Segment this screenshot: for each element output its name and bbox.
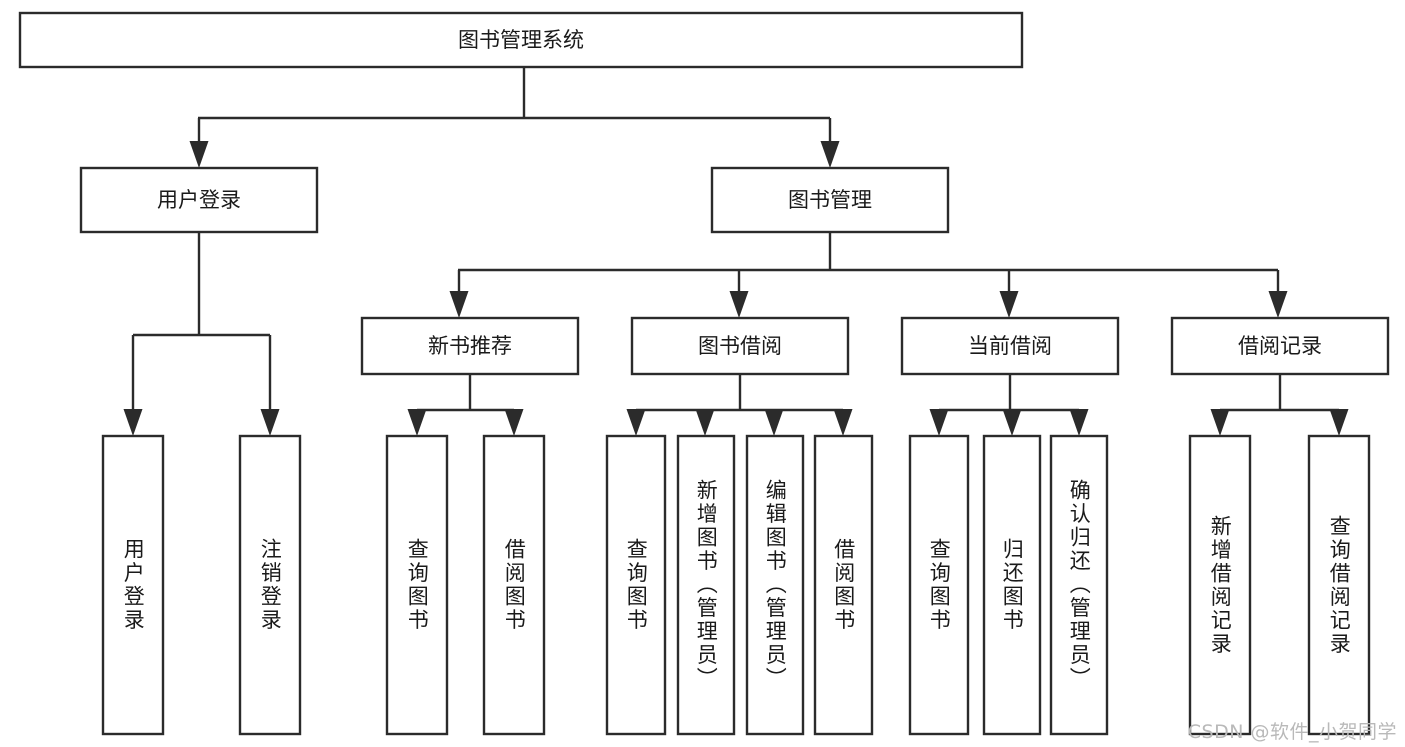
node-level3-box-1[interactable]	[630, 316, 850, 376]
node-level3-box-0[interactable]	[360, 316, 580, 376]
node-level3-label-3: 借阅记录	[1238, 334, 1322, 358]
node-root-label: 图书管理系统	[458, 28, 584, 52]
connector-arrowhead	[189, 141, 209, 168]
connector-arrowhead	[1069, 409, 1089, 436]
connector-arrowhead	[695, 409, 715, 436]
connector-arrowhead	[1329, 409, 1349, 436]
leaf-box-7[interactable]	[813, 434, 874, 736]
connector-arrowhead	[407, 409, 427, 436]
leaf-box-11[interactable]	[1188, 434, 1252, 736]
node-level3-label-0: 新书推荐	[428, 334, 512, 358]
connector-arrowhead	[1002, 409, 1022, 436]
connector-arrowhead	[1268, 291, 1288, 318]
leaf-box-8[interactable]	[908, 434, 970, 736]
leaf-box-1[interactable]	[238, 434, 302, 736]
watermark-text: CSDN @软件_小贺同学	[1187, 721, 1397, 743]
connector-arrowhead	[833, 409, 853, 436]
connector-arrowhead	[999, 291, 1019, 318]
connector-arrowhead	[764, 409, 784, 436]
node-level2-box-1[interactable]	[710, 166, 950, 234]
leaf-box-5[interactable]	[676, 434, 736, 736]
leaf-box-10[interactable]	[1049, 434, 1109, 736]
leaf-box-2[interactable]	[385, 434, 449, 736]
connector-arrowhead	[504, 409, 524, 436]
leaf-box-3[interactable]	[482, 434, 546, 736]
node-root-box[interactable]	[18, 11, 1024, 69]
node-level3-label-1: 图书借阅	[698, 334, 782, 358]
leaf-box-4[interactable]	[605, 434, 667, 736]
leaf-box-6[interactable]	[745, 434, 805, 736]
node-level2-label-0: 用户登录	[157, 188, 241, 212]
connector-arrowhead	[123, 409, 143, 436]
connector-arrowhead	[449, 291, 469, 318]
leaf-box-9[interactable]	[982, 434, 1042, 736]
node-level3-box-2[interactable]	[900, 316, 1120, 376]
connector-arrowhead	[820, 141, 840, 168]
node-level2-label-1: 图书管理	[788, 188, 872, 212]
node-level3-box-3[interactable]	[1170, 316, 1390, 376]
leaf-box-12[interactable]	[1307, 434, 1371, 736]
connector-arrowhead	[929, 409, 949, 436]
leaf-box-0[interactable]	[101, 434, 165, 736]
connector-arrowhead	[1210, 409, 1230, 436]
connector-arrowhead	[260, 409, 280, 436]
connector-arrowhead	[626, 409, 646, 436]
node-level3-label-2: 当前借阅	[968, 334, 1052, 358]
connector-arrowhead	[729, 291, 749, 318]
